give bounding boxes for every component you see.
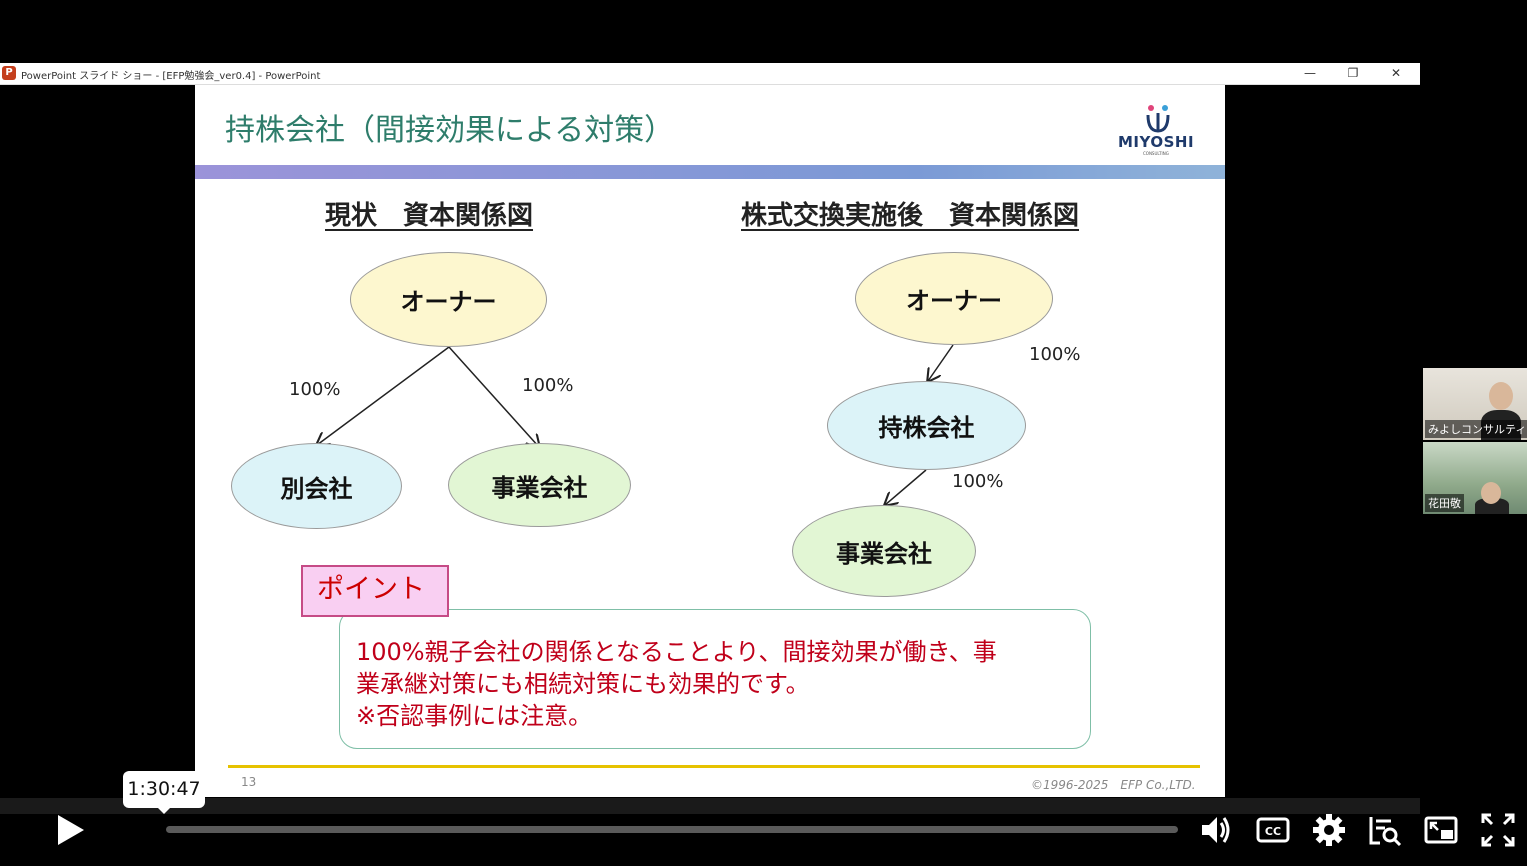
footer-divider	[228, 765, 1200, 768]
video-control-bar	[0, 814, 1527, 866]
minimize-button[interactable]: —	[1304, 66, 1316, 80]
point-tag: ポイント	[301, 565, 449, 617]
time-tooltip: 1:30:47	[123, 771, 205, 808]
arrow-owner-to-holding	[928, 344, 954, 381]
right-owner-node: オーナー	[855, 252, 1053, 345]
participant-1-name: みよしコンサルティング	[1425, 420, 1527, 438]
miyoshi-logo-icon	[1146, 105, 1170, 133]
copyright: ©1996-2025 EFP Co.,LTD.	[1031, 778, 1196, 792]
right-operating-company-node: 事業会社	[792, 505, 976, 597]
window-title: PowerPoint スライド ショー - [EFP勉強会_ver0.4] - …	[21, 71, 321, 82]
tooltip-pointer	[156, 806, 172, 814]
powerpoint-app-icon: P	[2, 66, 16, 80]
point-line-3: ※否認事例には注意。	[356, 702, 593, 730]
point-line-2: 業承継対策にも相続対策にも効果的です。	[356, 670, 810, 698]
participant-1-face	[1489, 382, 1513, 410]
point-box	[339, 609, 1091, 749]
fullscreen-icon[interactable]	[1480, 812, 1516, 848]
seek-bar[interactable]	[166, 826, 1178, 833]
pip-icon[interactable]	[1423, 812, 1459, 848]
logo-subtext: CONSULTING	[1143, 151, 1169, 156]
participant-tile-1[interactable]: みよしコンサルティング	[1423, 368, 1527, 440]
point-line-1: 100%親子会社の関係となることより、間接効果が働き、事	[356, 638, 997, 666]
slideshow-bottom-strip	[0, 798, 1420, 814]
left-operating-company-node: 事業会社	[448, 443, 631, 527]
right-pct-1: 100%	[1029, 344, 1081, 365]
participant-tile-2[interactable]: 花田敬	[1423, 442, 1527, 514]
volume-icon[interactable]	[1198, 812, 1234, 848]
slide: 持株会社（間接効果による対策） MIYOSHI CONSULTING 現状 資本…	[195, 85, 1225, 797]
page-number: 13	[241, 775, 257, 789]
left-other-company-node: 別会社	[231, 443, 402, 529]
right-heading: 株式交換実施後 資本関係図	[741, 201, 1080, 231]
right-pct-2: 100%	[952, 471, 1004, 492]
play-icon[interactable]	[52, 812, 88, 848]
logo-name: MIYOSHI	[1118, 133, 1195, 151]
svg-text:CC: CC	[1265, 825, 1281, 838]
title-divider-bar	[195, 165, 1225, 179]
right-holding-company-node: 持株会社	[827, 381, 1026, 470]
left-heading: 現状 資本関係図	[325, 201, 534, 231]
window-titlebar: P PowerPoint スライド ショー - [EFP勉強会_ver0.4] …	[0, 63, 1420, 85]
left-pct-1: 100%	[289, 379, 341, 400]
restore-button[interactable]: ❐	[1347, 66, 1359, 80]
chapters-icon[interactable]	[1367, 812, 1403, 848]
left-owner-node: オーナー	[350, 252, 547, 347]
settings-icon[interactable]	[1311, 812, 1347, 848]
slide-title: 持株会社（間接効果による対策）	[225, 113, 675, 148]
participant-2-avatar	[1475, 498, 1509, 514]
arrow-holding-to-operating	[885, 469, 927, 505]
participant-2-name: 花田敬	[1425, 494, 1464, 512]
left-pct-2: 100%	[522, 375, 574, 396]
cc-icon[interactable]: CC	[1255, 812, 1291, 848]
participant-2-face	[1481, 482, 1501, 504]
close-button[interactable]: ✕	[1390, 66, 1402, 80]
arrow-owner-to-operating	[448, 346, 539, 447]
